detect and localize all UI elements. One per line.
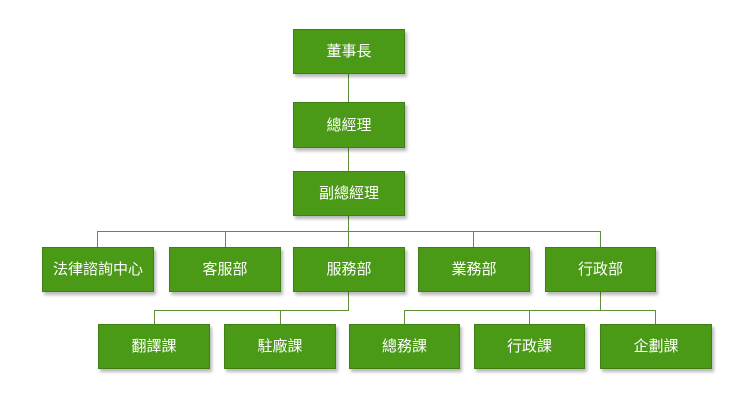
connector-chairman-to-general-manager: [348, 74, 349, 102]
connector-service-sections-horizontal: [154, 310, 349, 311]
connector-to-customer-service-department: [225, 231, 226, 247]
factory-resident-section-box: 駐廠課: [224, 324, 336, 369]
connector-to-factory-resident-section: [280, 310, 281, 324]
connector-to-translation-section: [154, 310, 155, 324]
legal-consulting-center-box: 法律諮詢中心: [42, 247, 154, 292]
connector-to-service-department: [348, 231, 349, 247]
customer-service-department-box: 客服部: [169, 247, 281, 292]
connector-general-manager-to-deputy-general-manager: [348, 148, 349, 171]
service-department-box: 服務部: [293, 247, 405, 292]
administration-section-box: 行政課: [474, 324, 585, 369]
connector-to-administration-section: [529, 310, 530, 324]
connector-to-legal-consulting-center: [97, 231, 98, 247]
general-affairs-section-box: 總務課: [349, 324, 460, 369]
deputy-general-manager-box: 副總經理: [293, 171, 405, 216]
general-manager-box: 總經理: [293, 102, 405, 148]
planning-section-box: 企劃課: [600, 324, 712, 369]
connector-service-department-down: [348, 292, 349, 310]
connector-to-administration-department: [600, 231, 601, 247]
connector-to-business-department: [473, 231, 474, 247]
chairman-box: 董事長: [293, 29, 405, 74]
translation-section-box: 翻譯課: [98, 324, 210, 369]
connector-administration-department-down: [600, 292, 601, 310]
connector-to-planning-section: [655, 310, 656, 324]
connector-to-general-affairs-section: [404, 310, 405, 324]
administration-department-box: 行政部: [545, 247, 656, 292]
connector-department-horizontal: [97, 231, 601, 232]
connector-administration-sections-horizontal: [404, 310, 656, 311]
business-department-box: 業務部: [418, 247, 530, 292]
connector-deputy-general-manager-down: [348, 216, 349, 231]
